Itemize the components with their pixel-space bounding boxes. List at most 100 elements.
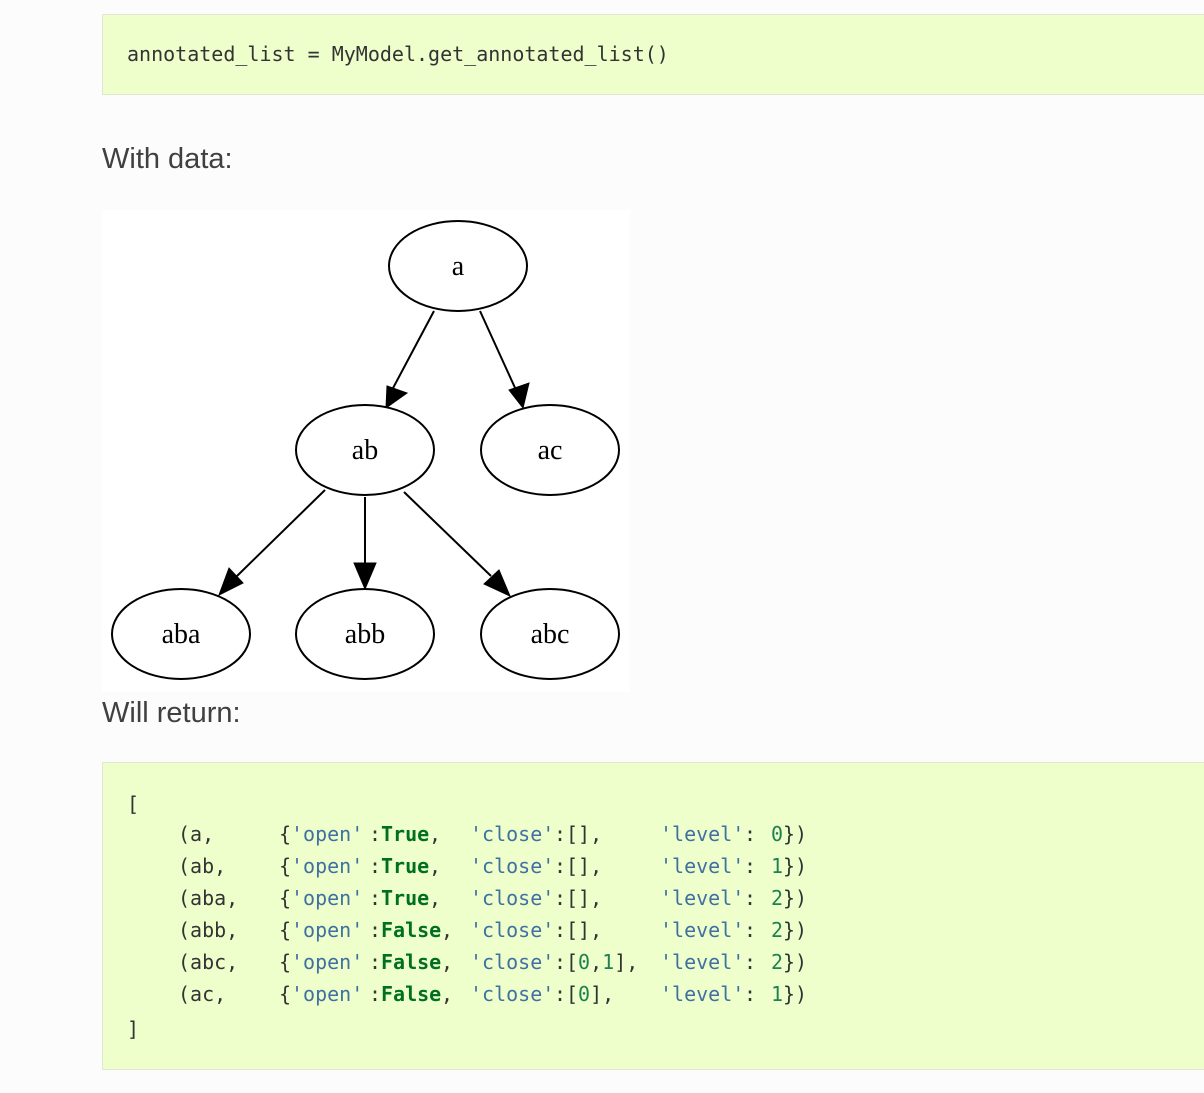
- row-open-value: False: [381, 982, 442, 1006]
- row-level-key: 'level': [660, 886, 745, 910]
- edge-ab-abc: [403, 491, 492, 577]
- row-level-key: 'level': [660, 918, 745, 942]
- row-open-key: 'open': [291, 886, 364, 910]
- row-level-value: 2: [771, 886, 784, 910]
- row-node: (ab,: [178, 854, 227, 878]
- row-comma: ,: [441, 918, 454, 942]
- row-end: }): [783, 886, 808, 910]
- row-close-key: 'close': [470, 822, 555, 846]
- row-open-value: True: [381, 854, 430, 878]
- row-open-key: 'open': [291, 822, 364, 846]
- row-end: }): [783, 822, 808, 846]
- row-colon: :: [369, 950, 382, 974]
- row-colon: :: [554, 822, 567, 846]
- arrowhead-aba: [218, 567, 244, 597]
- row-colon: :: [554, 950, 567, 974]
- row-colon: :: [369, 886, 382, 910]
- row-level-key: 'level': [660, 982, 745, 1006]
- row-close-value: [],: [566, 854, 603, 878]
- row-level-value: 2: [771, 950, 784, 974]
- row-open-key: 'open': [291, 854, 364, 878]
- row-colon: :: [744, 886, 769, 910]
- row-close-value: [],: [566, 886, 603, 910]
- row-open-key: 'open': [291, 918, 364, 942]
- row-level-value: 1: [771, 854, 784, 878]
- row-colon: :: [744, 950, 769, 974]
- row-comma: ,: [429, 822, 442, 846]
- row-colon: :: [369, 982, 382, 1006]
- row-close-key: 'close': [470, 918, 555, 942]
- row-level-value: 0: [771, 822, 784, 846]
- node-ab: [295, 404, 435, 496]
- result-row: (ac,{'open':False,'close':[0],'level': 1…: [103, 981, 1103, 1007]
- result-row: (ab,{'open':True,'close':[],'level': 1}): [103, 853, 1103, 879]
- row-level-value: 1: [771, 982, 784, 1006]
- row-close-key: 'close': [470, 854, 555, 878]
- row-comma: ,: [441, 950, 454, 974]
- row-open-value: False: [381, 918, 442, 942]
- row-colon: :: [369, 918, 382, 942]
- row-open-brace: {: [279, 982, 292, 1006]
- result-row: (abb,{'open':False,'close':[],'level': 2…: [103, 917, 1103, 943]
- code-block-result: [ (a,{'open':True,'close':[],'level': 0}…: [102, 762, 1204, 1070]
- row-level-key: 'level': [660, 854, 745, 878]
- row-comma: ,: [429, 854, 442, 878]
- node-ac: [480, 404, 620, 496]
- row-comma: ,: [429, 886, 442, 910]
- row-open-brace: {: [279, 854, 292, 878]
- row-close-value: [],: [566, 822, 603, 846]
- row-open-key: 'open': [291, 950, 364, 974]
- row-end: }): [783, 982, 808, 1006]
- with-data-label: With data:: [102, 143, 233, 175]
- row-colon: :: [369, 854, 382, 878]
- row-open-value: False: [381, 950, 442, 974]
- row-open-brace: {: [279, 886, 292, 910]
- row-comma: ,: [441, 982, 454, 1006]
- row-node: (ac,: [178, 982, 227, 1006]
- row-open-value: True: [381, 886, 430, 910]
- tree-diagram: a ab ac aba abb abc: [102, 210, 630, 692]
- edge-a-ab: [391, 310, 435, 391]
- row-colon: :: [554, 886, 567, 910]
- row-close-value: [0,1],: [566, 950, 639, 974]
- open-bracket: [: [127, 792, 140, 816]
- will-return-label: Will return:: [102, 697, 241, 729]
- row-end: }): [783, 950, 808, 974]
- row-colon: :: [554, 982, 567, 1006]
- row-open-value: True: [381, 822, 430, 846]
- node-abb-label: abb: [345, 619, 385, 650]
- row-close-value: [0],: [566, 982, 615, 1006]
- node-aba-label: aba: [162, 619, 201, 650]
- row-close-value: [],: [566, 918, 603, 942]
- arrowhead-ab: [385, 385, 409, 410]
- row-close-key: 'close': [470, 982, 555, 1006]
- row-close-key: 'close': [470, 950, 555, 974]
- close-bracket: ]: [127, 1017, 140, 1041]
- row-colon: :: [744, 854, 769, 878]
- node-abb: [295, 588, 435, 680]
- row-close-key: 'close': [470, 886, 555, 910]
- row-colon: :: [744, 982, 769, 1006]
- node-ab-label: ab: [352, 435, 378, 466]
- node-a: [388, 220, 528, 312]
- row-node: (abc,: [178, 950, 239, 974]
- node-abc-label: abc: [531, 619, 570, 650]
- node-abc: [480, 588, 620, 680]
- edge-a-ac: [479, 310, 517, 391]
- row-node: (a,: [178, 822, 215, 846]
- row-open-brace: {: [279, 950, 292, 974]
- row-end: }): [783, 854, 808, 878]
- row-colon: :: [369, 822, 382, 846]
- row-level-key: 'level': [660, 822, 745, 846]
- edge-ab-aba: [236, 489, 326, 577]
- row-level-key: 'level': [660, 950, 745, 974]
- result-row: (a,{'open':True,'close':[],'level': 0}): [103, 821, 1103, 847]
- row-colon: :: [744, 822, 769, 846]
- row-node: (aba,: [178, 886, 239, 910]
- row-level-value: 2: [771, 918, 784, 942]
- row-open-brace: {: [279, 918, 292, 942]
- code-block-call: annotated_list = MyModel.get_annotated_l…: [102, 14, 1204, 95]
- row-colon: :: [554, 918, 567, 942]
- row-end: }): [783, 918, 808, 942]
- node-ac-label: ac: [538, 435, 563, 466]
